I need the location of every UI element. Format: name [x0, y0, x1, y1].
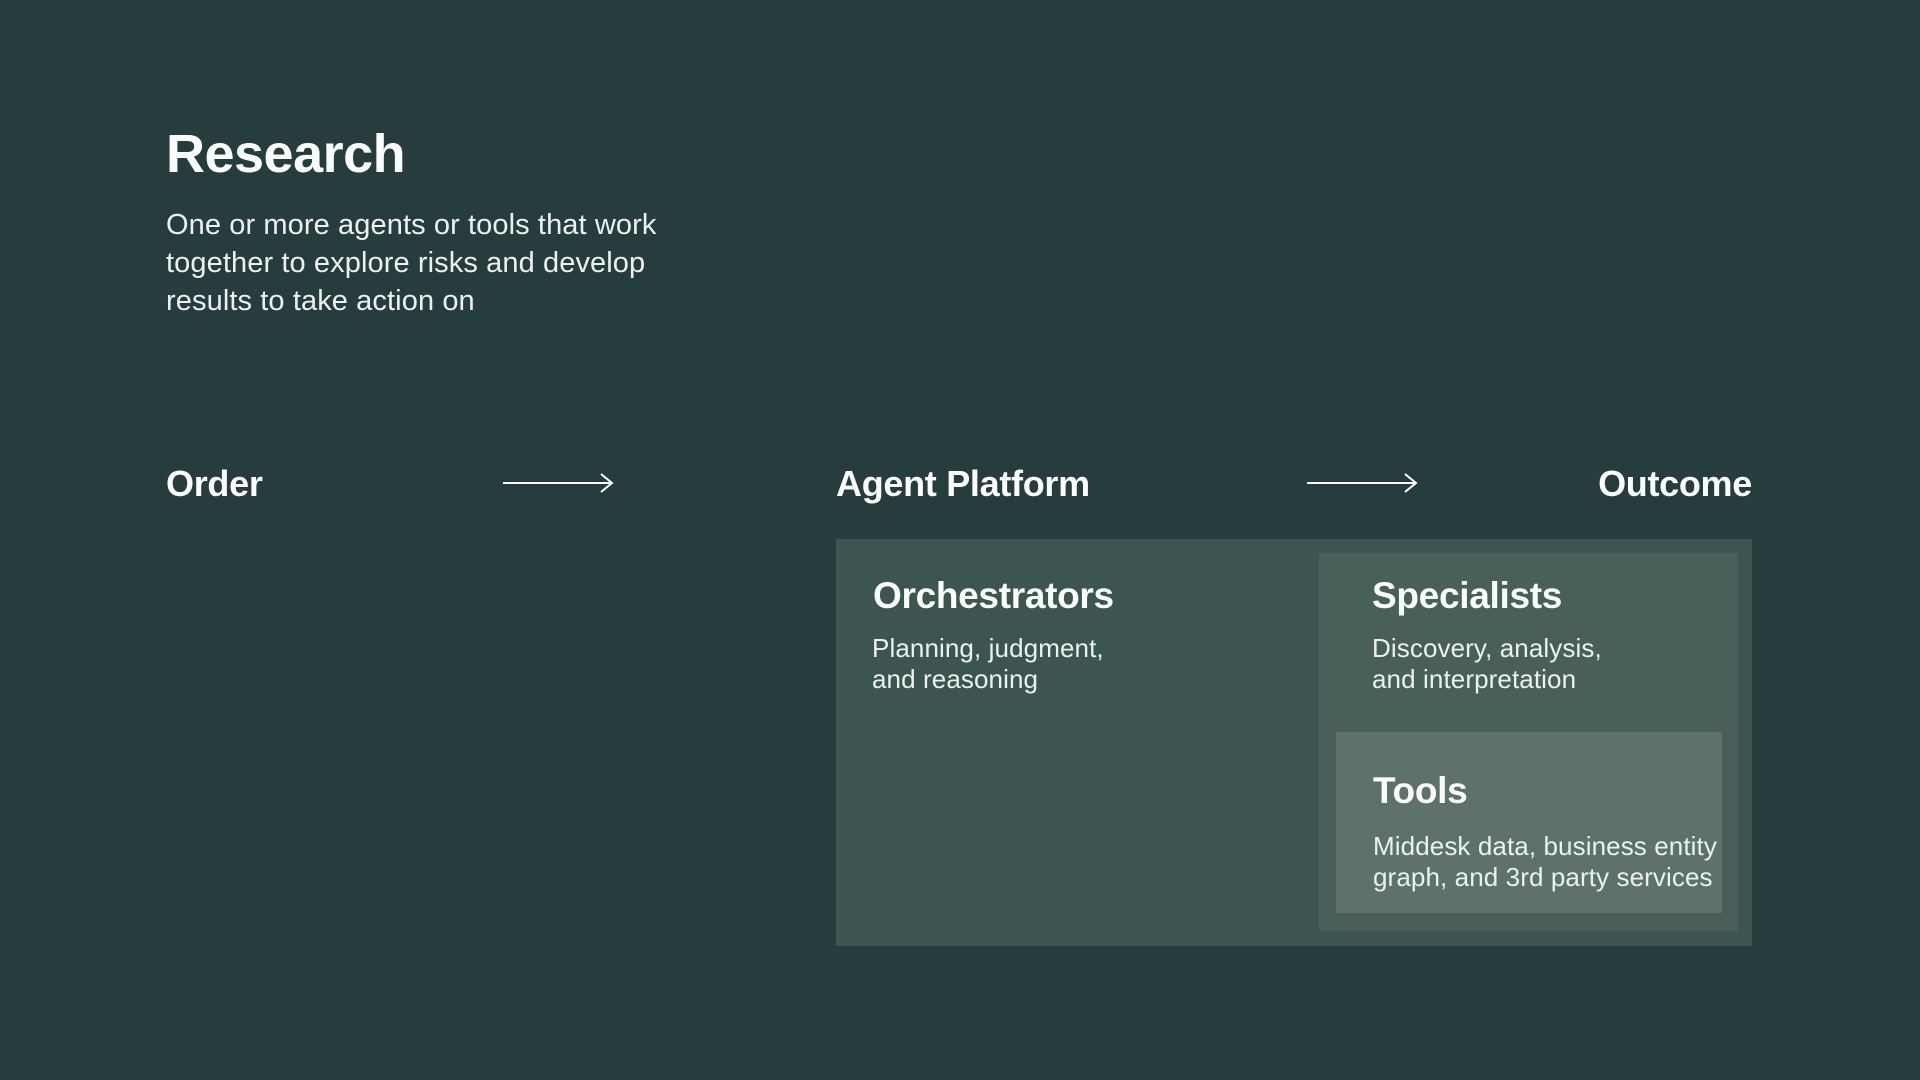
arrow-right-icon: [1307, 473, 1418, 493]
specialists-description: Discovery, analysis, and interpretation: [1372, 633, 1602, 694]
flow-label-order: Order: [166, 463, 263, 504]
specialists-title: Specialists: [1372, 575, 1563, 616]
flow-label-agent-platform: Agent Platform: [836, 463, 1090, 504]
tools-description: Middesk data, business entity graph, and…: [1373, 831, 1717, 892]
arrow-right-icon: [503, 473, 614, 493]
orchestrators-description: Planning, judgment, and reasoning: [872, 633, 1104, 694]
agent-platform-panel: Orchestrators Planning, judgment, and re…: [836, 539, 1752, 946]
page-title: Research: [166, 124, 406, 184]
page-description: One or more agents or tools that work to…: [166, 209, 657, 317]
tools-title: Tools: [1373, 770, 1468, 811]
specialists-panel: Specialists Discovery, analysis, and int…: [1319, 553, 1738, 931]
tools-box: Tools Middesk data, business entity grap…: [1336, 732, 1722, 913]
orchestrators-title: Orchestrators: [873, 575, 1114, 616]
flow-label-outcome: Outcome: [1598, 463, 1752, 504]
